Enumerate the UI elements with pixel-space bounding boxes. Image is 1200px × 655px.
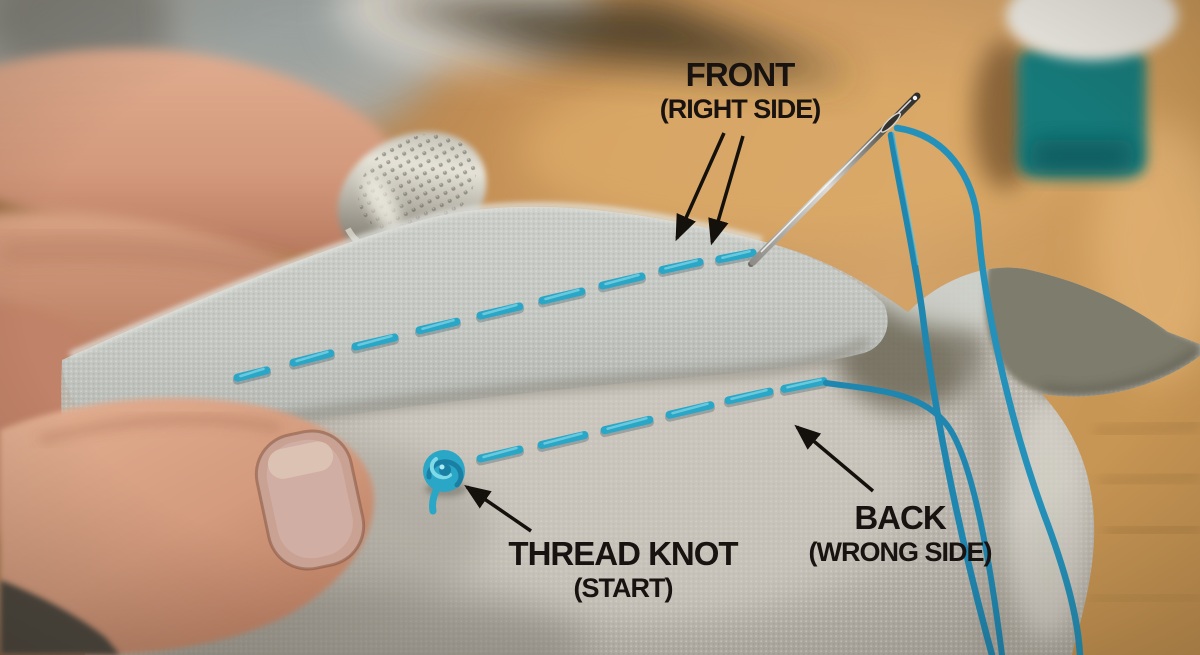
sewing-photo: FRONT (RIGHT SIDE) THREAD KNOT (START) B… <box>0 0 1200 655</box>
photo-scene <box>0 0 1200 655</box>
